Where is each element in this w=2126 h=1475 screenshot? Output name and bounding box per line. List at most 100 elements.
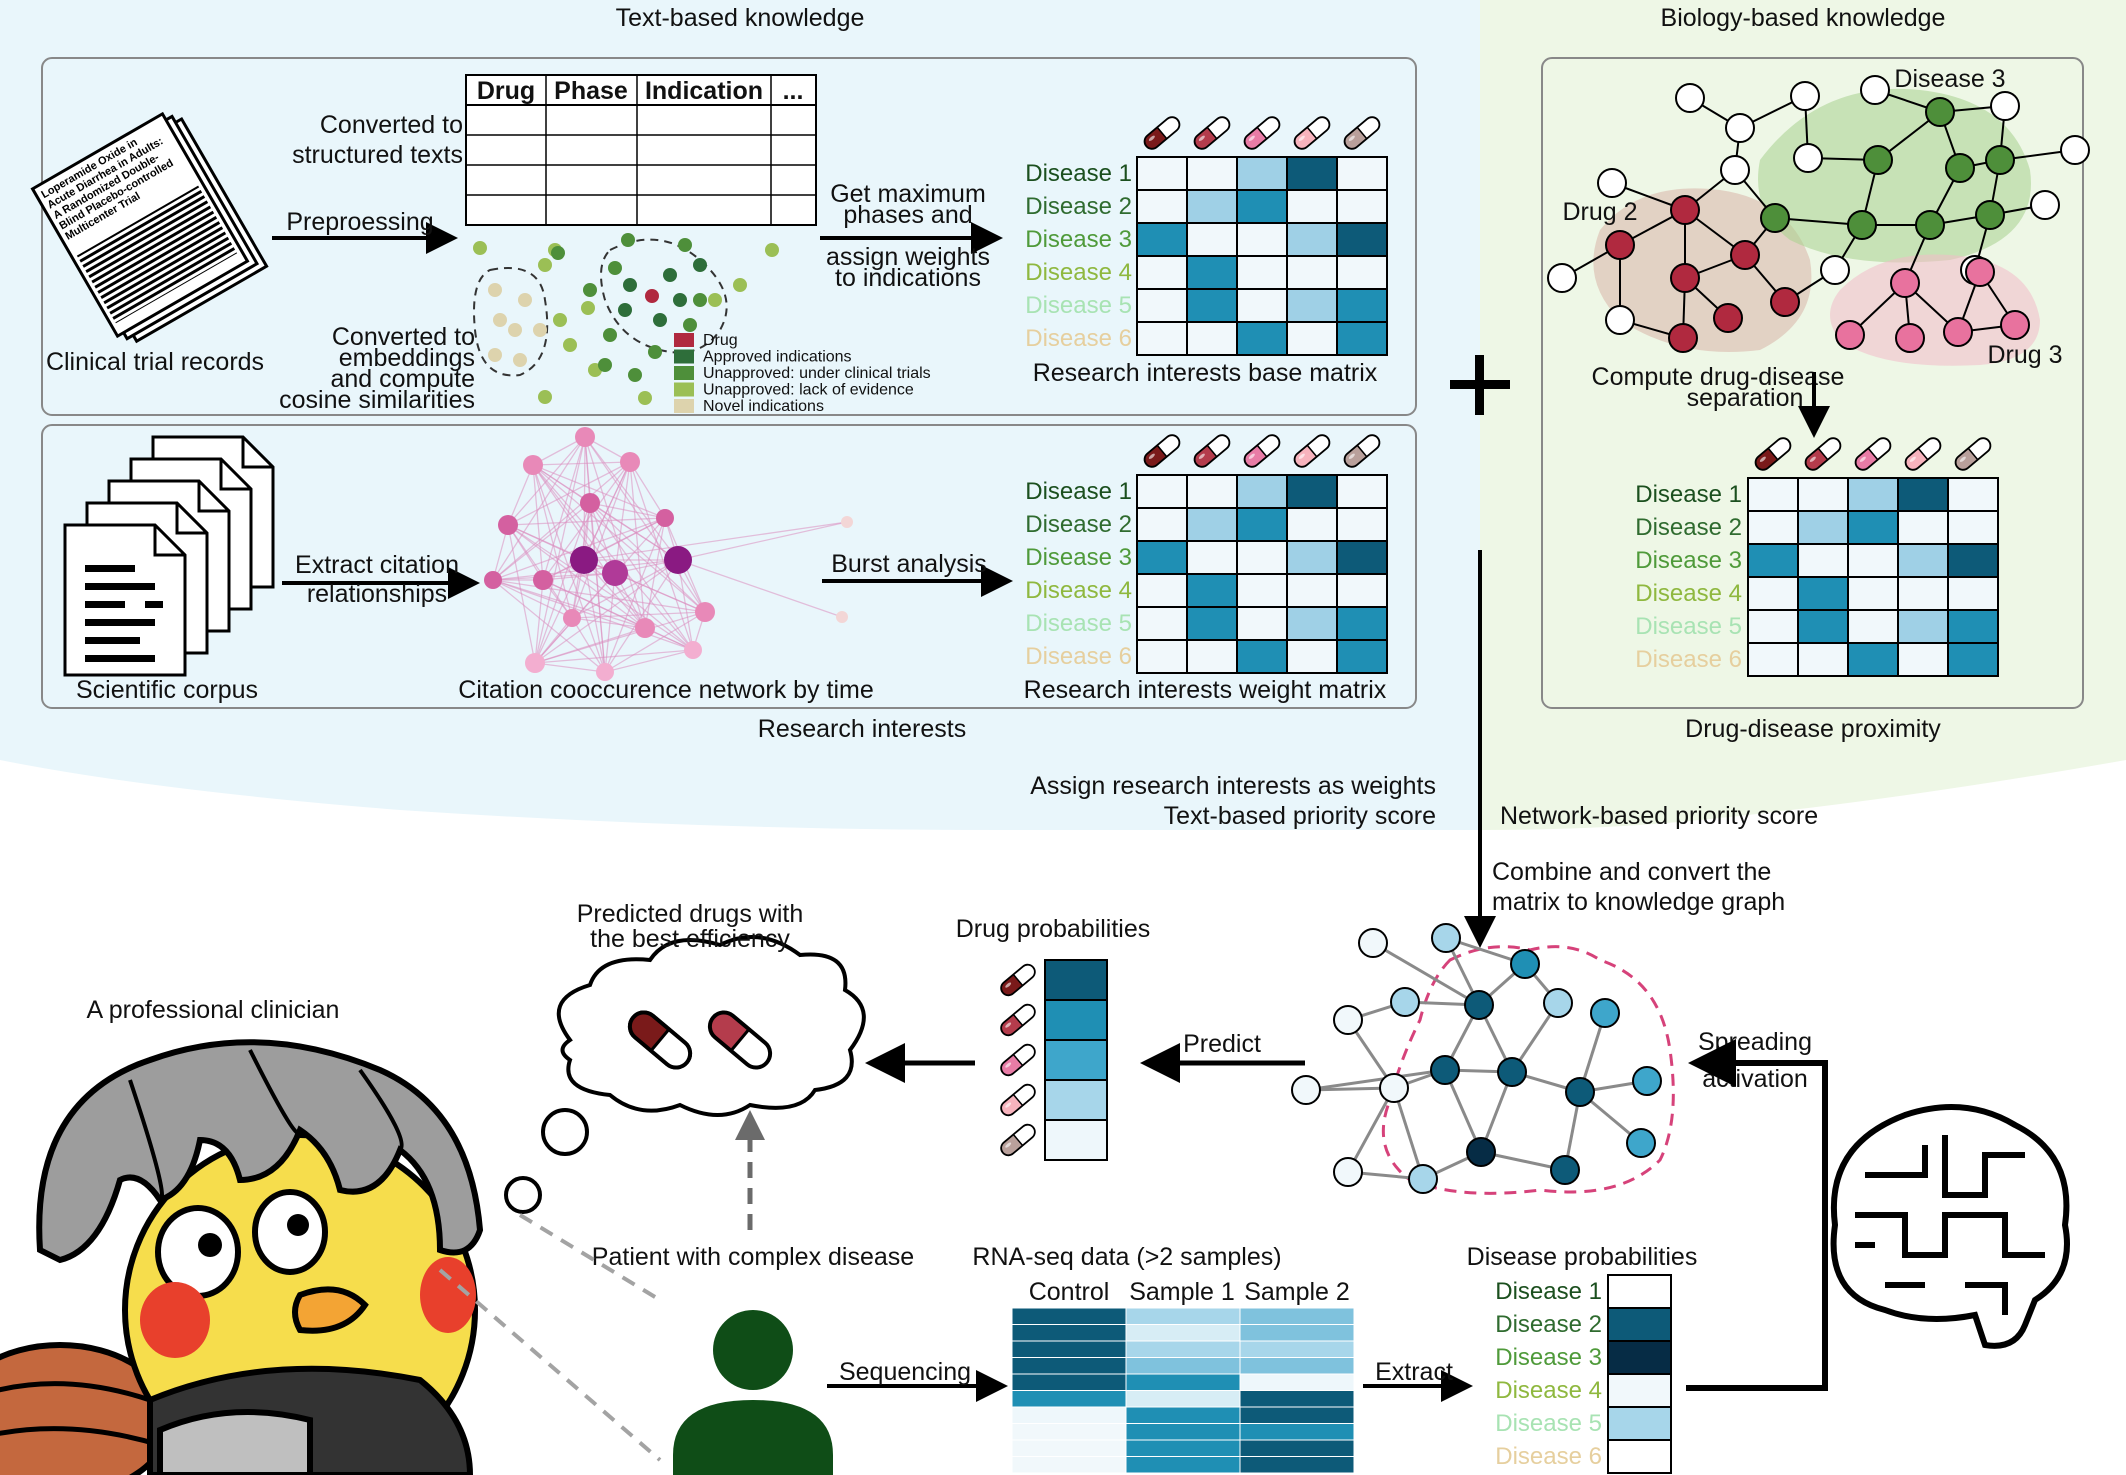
spreading-label-1: Spreading bbox=[1698, 1028, 1812, 1056]
bio-node bbox=[1860, 75, 1890, 105]
embedding-point bbox=[488, 283, 502, 297]
embedding-point bbox=[648, 345, 662, 359]
bio-node bbox=[1847, 210, 1877, 240]
kg-node bbox=[1565, 1077, 1595, 1107]
citation-edge bbox=[589, 502, 666, 519]
citation-edge bbox=[534, 662, 606, 673]
matrix-cell bbox=[1136, 288, 1188, 323]
bio-node bbox=[1915, 210, 1945, 240]
text-priority-score-label: Text-based priority score bbox=[1164, 802, 1436, 830]
brain-icon bbox=[1830, 1104, 2070, 1349]
kg-node bbox=[1510, 949, 1540, 979]
pill-icon bbox=[1243, 116, 1281, 150]
embedding-point bbox=[533, 323, 547, 337]
bio-node bbox=[1670, 195, 1700, 225]
rnaseq-col-sample2: Sample 2 bbox=[1244, 1278, 1350, 1306]
citation-edge bbox=[571, 559, 679, 619]
kg-edge bbox=[1305, 1068, 1446, 1092]
rnaseq-cell bbox=[1125, 1456, 1241, 1474]
rnaseq-cell bbox=[1011, 1390, 1127, 1408]
structured-table: Drug Phase Indication ... bbox=[465, 74, 817, 226]
embedding-point bbox=[581, 301, 595, 315]
bio-node bbox=[1547, 263, 1577, 293]
matrix-cell bbox=[1136, 507, 1188, 542]
bio-node bbox=[1895, 323, 1925, 353]
kg-node bbox=[1333, 1157, 1363, 1187]
pill-icon bbox=[1000, 1043, 1036, 1077]
thought-cloud bbox=[504, 935, 866, 1214]
matrix-cell bbox=[1236, 222, 1288, 257]
citation-edge bbox=[584, 436, 679, 561]
citation-node bbox=[664, 546, 692, 574]
plus-icon bbox=[1450, 355, 1510, 415]
embedding-point bbox=[473, 241, 487, 255]
citation-edge bbox=[677, 559, 843, 618]
matrix-cell bbox=[1286, 540, 1338, 575]
embedding-point bbox=[673, 293, 687, 307]
legend-label: Approved indications bbox=[703, 349, 852, 366]
rnaseq-cell bbox=[1011, 1406, 1127, 1424]
matrix-cell bbox=[1336, 255, 1388, 290]
embedding-point bbox=[553, 313, 567, 327]
citation-node bbox=[695, 602, 715, 622]
bio-node bbox=[1670, 263, 1700, 293]
research-interests-label: Research interests bbox=[758, 715, 966, 743]
matrix-cell bbox=[1847, 543, 1899, 578]
rnaseq-cell bbox=[1239, 1324, 1355, 1342]
clinician-label: A professional clinician bbox=[87, 996, 340, 1024]
matrix-cell bbox=[1186, 222, 1238, 257]
matrix-cell bbox=[1797, 510, 1849, 545]
embedding-point bbox=[693, 293, 707, 307]
matrix-cell bbox=[1136, 222, 1188, 257]
citation-edge bbox=[677, 559, 694, 651]
bio-node bbox=[1943, 317, 1973, 347]
rnaseq-cell bbox=[1011, 1423, 1127, 1441]
matrix-cell bbox=[1136, 474, 1188, 509]
bio-node bbox=[1605, 305, 1635, 335]
matrix-cell bbox=[1286, 222, 1338, 257]
matrix-cell bbox=[1286, 639, 1338, 674]
matrix-cell bbox=[1186, 156, 1238, 191]
disease-label: Disease 3 bbox=[1635, 547, 1742, 574]
disease-label: Disease 1 bbox=[1025, 160, 1132, 187]
matrix-cell bbox=[1847, 477, 1899, 512]
matrix-cell bbox=[1136, 255, 1188, 290]
citation-edge bbox=[507, 461, 631, 526]
pill-icon bbox=[1904, 437, 1942, 471]
drug2-label: Drug 2 bbox=[1562, 198, 1637, 226]
disease-label: Disease 1 bbox=[1635, 481, 1742, 508]
pill-icon bbox=[1293, 434, 1331, 468]
disease-label: Disease 5 bbox=[1025, 610, 1132, 637]
pill-icon bbox=[1143, 434, 1181, 468]
drug-prob-cell bbox=[1044, 1039, 1108, 1081]
bio-node bbox=[1668, 323, 1698, 353]
citation-edge bbox=[589, 502, 706, 613]
kg-node bbox=[1464, 990, 1494, 1020]
proximity-caption: Drug-disease proximity bbox=[1685, 715, 1941, 743]
matrix-cell bbox=[1136, 156, 1188, 191]
citation-node bbox=[570, 546, 598, 574]
matrix-cell bbox=[1186, 639, 1238, 674]
embedding-point bbox=[598, 358, 612, 372]
assign-weights-score-label: Assign research interests as weights bbox=[1030, 772, 1436, 800]
rnaseq-cell bbox=[1125, 1357, 1241, 1375]
corpus-caption: Scientific corpus bbox=[76, 676, 258, 704]
drug-prob-cell bbox=[1044, 1079, 1108, 1121]
disease-label: Disease 6 bbox=[1025, 643, 1132, 670]
matrix-cell bbox=[1747, 642, 1799, 677]
matrix-cell bbox=[1747, 477, 1799, 512]
citation-edge bbox=[492, 461, 631, 581]
predicted-drugs-label-2: the best efficiency bbox=[590, 925, 790, 953]
citation-edge bbox=[571, 617, 646, 629]
embedding-point bbox=[508, 323, 522, 337]
table-header-phase: Phase bbox=[554, 77, 628, 105]
rnaseq-col-control: Control bbox=[1029, 1278, 1110, 1306]
matrix-cell bbox=[1186, 540, 1238, 575]
citation-network-caption: Citation cooccurence network by time bbox=[458, 676, 873, 704]
citation-edge bbox=[492, 579, 694, 651]
matrix-cell bbox=[1336, 474, 1388, 509]
embedding-scatter bbox=[473, 233, 779, 405]
legend-swatch bbox=[674, 399, 694, 413]
matrix-cell bbox=[1897, 543, 1949, 578]
